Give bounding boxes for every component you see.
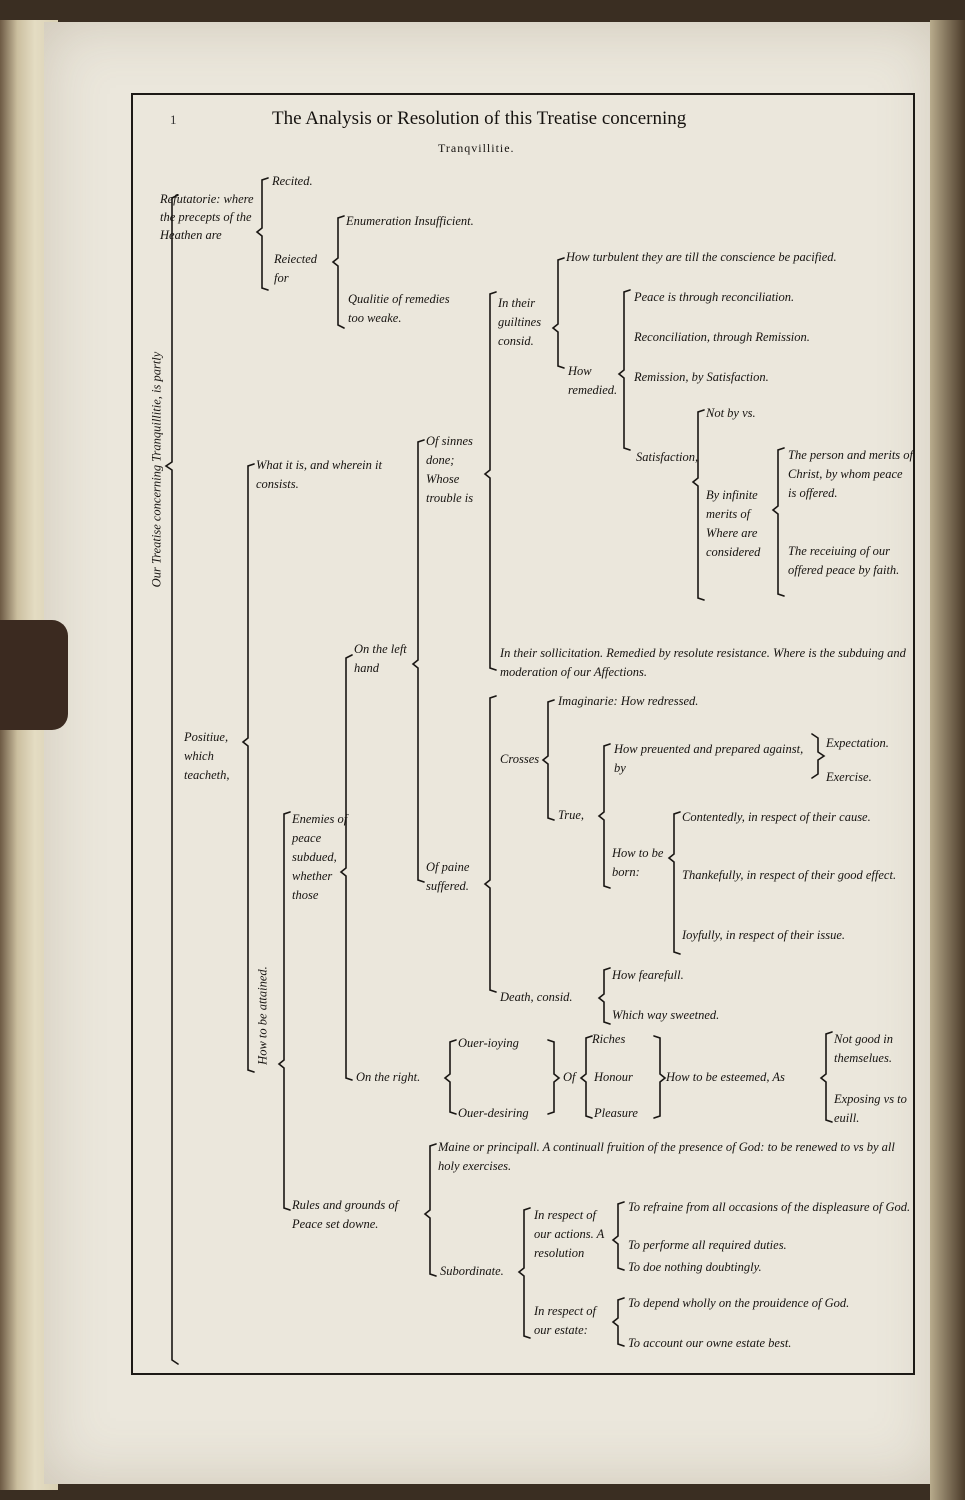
ouer-ioying-node: Ouer-ioying (458, 1036, 519, 1050)
honour-node: Honour (594, 1070, 633, 1084)
imaginarie-node: Imaginarie: How redressed. (558, 694, 699, 708)
refraine-node: To refraine from all occasions of the di… (628, 1200, 911, 1214)
actions-node: In respect of our actions. A resolution (534, 1208, 605, 1260)
book-clasp (0, 620, 68, 730)
bracket-death (597, 967, 611, 1025)
bracket-left-hand (411, 439, 425, 883)
bracket-goods-close (653, 1035, 667, 1119)
bracket-rules (423, 1143, 437, 1277)
bracket-subordinate (517, 1207, 531, 1339)
fearefull-node: How fearefull. (612, 968, 684, 982)
peace-node: Peace is through reconciliation. (634, 290, 795, 304)
bracket-actions (611, 1201, 625, 1271)
remedied-node: How remedied. (568, 364, 618, 397)
remission-node: Remission, by Satisfaction. (634, 370, 769, 384)
bracket-howtoborn (667, 811, 681, 955)
bracket-refutatorie (255, 177, 269, 291)
bracket-true (597, 743, 611, 889)
bracket-satisfaction (691, 409, 705, 601)
sollicitation-node: In their sollicitation. Remedied by reso… (500, 646, 906, 679)
ouer-desiring-node: Ouer-desiring (458, 1106, 529, 1120)
death-node: Death, consid. (500, 990, 573, 1004)
sinnes-node: Of sinnes done; Whose trouble is (426, 434, 474, 505)
folio-number: 1 (170, 112, 177, 127)
book-page (44, 22, 940, 1484)
refutatorie-label: Refutatorie: where the precepts of the H… (160, 192, 254, 242)
not-good-node: Not good in themselues. (834, 1032, 894, 1065)
recited-node: Recited. (272, 174, 313, 188)
bracket-right-close (547, 1039, 561, 1115)
expectation-node: Expectation. (826, 736, 889, 750)
esteemed-node: How to be esteemed, As (666, 1070, 785, 1084)
bracket-sinnes (483, 291, 497, 671)
qualitie-node: Qualitie of remedies too weake. (348, 292, 450, 325)
bracket-reiected (331, 215, 345, 329)
bracket-positiue (241, 463, 255, 1073)
depend-node: To depend wholly on the prouidence of Go… (628, 1296, 850, 1310)
receiuing-node: The receiuing of our offered peace by fa… (788, 544, 900, 577)
infinite-merits-node: By infinite merits of Where are consider… (706, 488, 761, 559)
reconciliation-node: Reconciliation, through Remission. (634, 330, 810, 344)
enemies-node: Enemies of peace subdued, whether those (292, 812, 348, 902)
bracket-right-open (443, 1039, 457, 1115)
bracket-esteemed (819, 1031, 833, 1123)
rules-node: Rules and grounds of Peace set downe. (292, 1198, 399, 1231)
bracket-crosses (541, 699, 555, 821)
sweetned-node: Which way sweetned. (612, 1008, 720, 1022)
left-hand-node: On the left hand (354, 642, 407, 675)
page-title: The Analysis or Resolution of this Treat… (272, 108, 687, 129)
account-node: To account our owne estate best. (628, 1336, 792, 1350)
bracket-how-attained (277, 811, 291, 1211)
bracket-goods-open (579, 1035, 593, 1119)
enumeration-node: Enumeration Insufficient. (346, 214, 474, 228)
reiected-node: Reiected for (274, 252, 318, 285)
thankefully-node: Thankefully, in respect of their good ef… (682, 868, 897, 882)
bracket-preuented (811, 733, 826, 779)
guiltines-node: In their guiltines consid. (498, 296, 542, 348)
bracket-root (164, 194, 179, 1365)
crosses-node: Crosses (500, 752, 540, 766)
subordinate-node: Subordinate. (440, 1264, 504, 1278)
maine-node: Maine or principall. A continuall fruiti… (438, 1140, 895, 1173)
doubtingly-node: To doe nothing doubtingly. (628, 1260, 762, 1274)
right-hand-node: On the right. (356, 1070, 421, 1084)
pleasure-node: Pleasure (594, 1106, 638, 1120)
satisfaction-node: Satisfaction, (636, 450, 699, 464)
preuented-node: How preuented and prepared against, by (614, 742, 804, 775)
bracket-estate (611, 1297, 625, 1347)
bracket-paine (483, 695, 497, 993)
bracket-infinite (771, 447, 785, 597)
turbulent-node: How turbulent they are till the conscien… (566, 250, 837, 264)
how-to-be-born-node: How to be born: (612, 846, 664, 879)
book-gutter-shadow (930, 20, 965, 1500)
not-by-vs-node: Not by vs. (706, 406, 756, 420)
of-node: Of (563, 1070, 576, 1084)
bracket-remedied (617, 289, 631, 451)
bracket-guiltines (551, 257, 565, 369)
ioyfully-node: Ioyfully, in respect of their issue. (682, 928, 846, 942)
exercise-node: Exercise. (826, 770, 872, 784)
estate-node: In respect of our estate: (534, 1304, 597, 1337)
contentedly-node: Contentedly, in respect of their cause. (682, 810, 871, 824)
positiue-label: Positiue, which teacheth, (184, 730, 230, 782)
exposing-node: Exposing vs to euill. (834, 1092, 907, 1125)
person-node: The person and merits of Christ, by whom… (788, 448, 913, 500)
page-subtitle: Tranqvillitie. (438, 141, 515, 155)
paine-node: Of paine suffered. (426, 860, 470, 893)
true-node: True, (558, 808, 585, 822)
riches-node: Riches (592, 1032, 626, 1046)
what-node: What it is, and wherein it consists. (256, 458, 382, 491)
bracket-enemies (339, 654, 353, 1081)
performe-node: To performe all required duties. (628, 1238, 787, 1252)
diagram-frame (131, 93, 915, 1375)
